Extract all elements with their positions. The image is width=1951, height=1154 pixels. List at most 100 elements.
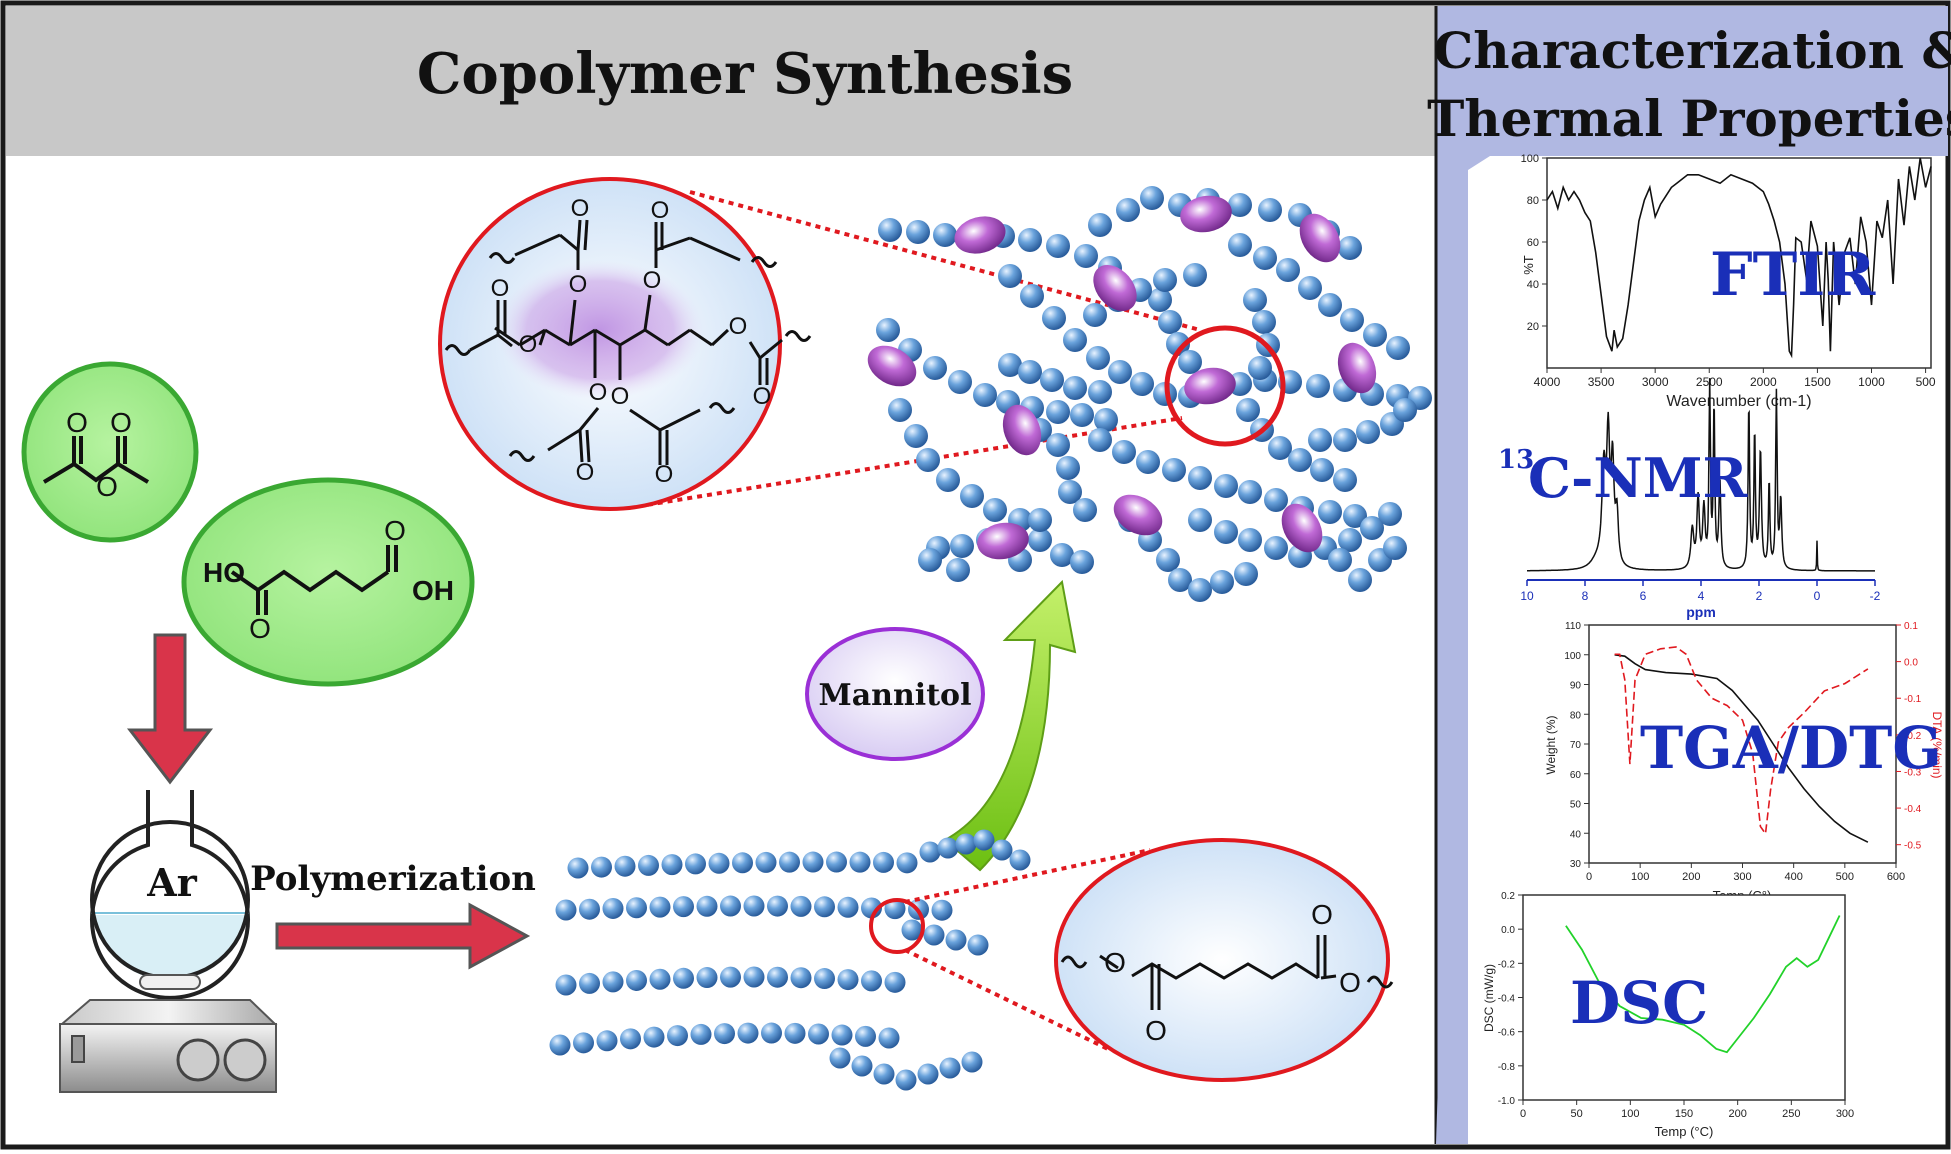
adipate-zoom: O O O O	[1054, 838, 1394, 1082]
tga-y2-axis-label: DTA (%/min)	[1930, 711, 1944, 778]
chain-sphere	[596, 1030, 618, 1052]
ester-o-label: O	[576, 459, 595, 486]
network-sphere	[1063, 328, 1087, 352]
network-sphere	[1094, 408, 1118, 432]
network-sphere	[878, 218, 902, 242]
chain-sphere	[614, 855, 636, 877]
network-sphere	[1162, 458, 1186, 482]
network-sphere	[904, 424, 928, 448]
chain-sphere	[549, 1034, 571, 1056]
ester-o-label: O	[729, 313, 748, 340]
network-sphere	[1363, 323, 1387, 347]
tga-y2-tick: -0.1	[1904, 694, 1922, 705]
network-sphere	[973, 383, 997, 407]
anhydride-o-bridge: O	[96, 471, 118, 502]
network-sphere	[1168, 568, 1192, 592]
ftir-label: FTIR	[1710, 240, 1876, 310]
network-sphere	[1028, 508, 1052, 532]
network-sphere	[1340, 308, 1364, 332]
chain-sphere	[661, 854, 683, 876]
tga-y-tick: 40	[1570, 829, 1582, 840]
adipate-o-left: O	[1104, 947, 1126, 978]
chain-sphere	[884, 971, 906, 993]
network-sphere	[1238, 528, 1262, 552]
ftir-y-axis-label: %T	[1521, 255, 1536, 275]
polymerization-label: Polymerization	[250, 859, 536, 899]
network-sphere	[1042, 306, 1066, 330]
chain-sphere	[714, 1023, 735, 1045]
ester-o-label: O	[491, 275, 510, 302]
dsc-x-tick: 50	[1571, 1108, 1583, 1120]
network-sphere	[936, 468, 960, 492]
adipic-ho: HO	[203, 557, 245, 588]
network-sphere	[1046, 400, 1070, 424]
network-sphere	[1136, 450, 1160, 474]
network-sphere	[1338, 236, 1362, 260]
chain-sphere	[743, 966, 765, 988]
chain-sphere	[973, 829, 995, 851]
chain-sphere	[673, 967, 694, 989]
chain-sphere	[690, 1023, 712, 1045]
network-sphere	[1028, 528, 1052, 552]
chain-sphere	[829, 1047, 851, 1069]
dsc-x-axis-label: Temp (°C)	[1655, 1124, 1714, 1139]
chain-sphere	[855, 1025, 876, 1047]
right-panel-title-line2: Thermal Properties	[1427, 89, 1951, 148]
ftir-x-tick: 4000	[1534, 375, 1561, 389]
dsc-y-tick: 0.2	[1501, 891, 1515, 902]
chain-sphere	[737, 1022, 759, 1044]
network-sphere	[933, 223, 957, 247]
mannitol-unit	[1113, 494, 1163, 536]
crosslink-arrow	[943, 579, 1077, 872]
chain-sphere	[579, 898, 600, 920]
dsc-x-tick: 300	[1836, 1108, 1854, 1120]
tga-y2-tick: 0.0	[1904, 658, 1918, 669]
mannitol-bubble: Mannitol	[805, 627, 985, 761]
network-sphere	[1188, 578, 1212, 602]
anhydride-o-top-right: O	[110, 407, 132, 438]
ftir-x-tick: 500	[1916, 375, 1936, 389]
dsc-x-tick: 0	[1520, 1108, 1526, 1120]
network-sphere	[1393, 398, 1417, 422]
chain-sphere	[849, 851, 871, 873]
nmr-x-tick: 8	[1582, 589, 1589, 603]
chain-sphere	[884, 898, 906, 920]
chain-sphere	[643, 1026, 665, 1048]
network-sphere	[1343, 504, 1367, 528]
mannitol-label: Mannitol	[819, 678, 972, 713]
network-sphere	[1243, 288, 1267, 312]
network-sphere	[998, 264, 1022, 288]
adipic-acid-bubble: HO OH O O	[181, 477, 475, 687]
dsc-x-tick: 100	[1621, 1108, 1639, 1120]
chain-sphere	[923, 924, 945, 946]
chain-sphere	[878, 1027, 900, 1049]
ester-o-label: O	[753, 383, 772, 410]
network-sphere	[1158, 310, 1182, 334]
ester-o-label: O	[589, 379, 608, 406]
dsc-x-tick: 200	[1728, 1108, 1746, 1120]
network-sphere	[1328, 548, 1352, 572]
chain-sphere	[696, 967, 718, 989]
flask-gas-label: Ar	[146, 860, 197, 905]
network-sphere	[946, 558, 970, 582]
network-sphere	[1264, 488, 1288, 512]
mannitol-unit	[1002, 404, 1042, 456]
network-sphere	[1166, 332, 1190, 356]
ester-o-label: O	[519, 331, 538, 358]
nmr-x-tick: 4	[1698, 589, 1705, 603]
ftir-x-axis-label: Wavenumber (cm-1)	[1666, 393, 1811, 410]
network-sphere	[916, 448, 940, 472]
chain-sphere	[939, 1057, 961, 1079]
network-sphere	[1040, 368, 1064, 392]
tga-x-tick: 600	[1887, 871, 1905, 883]
network-sphere	[1318, 500, 1342, 524]
network-sphere	[1074, 244, 1098, 268]
network-sphere	[960, 484, 984, 508]
network-sphere	[1258, 198, 1282, 222]
network-sphere	[1360, 516, 1384, 540]
left-panel-title: Copolymer Synthesis	[417, 41, 1073, 107]
chain-sphere	[761, 1022, 782, 1044]
chain-sphere	[626, 969, 647, 991]
